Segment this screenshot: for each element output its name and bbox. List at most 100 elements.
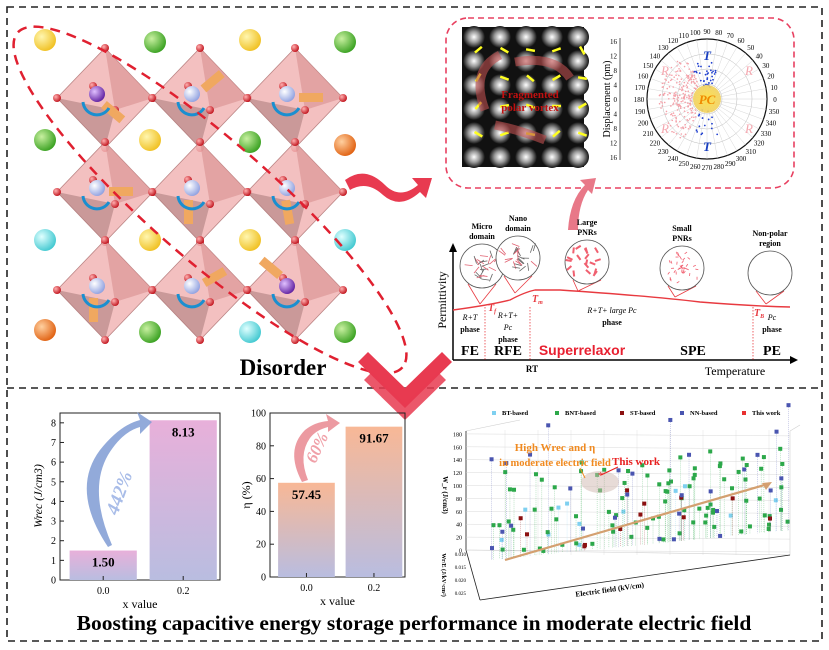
scatter-point — [677, 531, 682, 536]
oxygen-ion — [206, 200, 214, 208]
r-point — [683, 65, 686, 68]
label: Pc — [503, 323, 513, 332]
t-point — [704, 73, 707, 76]
r-point — [691, 96, 693, 99]
scatter-point — [528, 452, 533, 457]
legend-label: NN-based — [690, 410, 718, 417]
a-site-ion — [139, 129, 161, 151]
angle-tick: 50 — [747, 44, 755, 52]
label: R+T — [462, 313, 478, 322]
angle-tick: 180 — [634, 96, 645, 104]
r-point — [682, 127, 685, 130]
r-point — [670, 78, 673, 81]
scatter-point — [682, 484, 687, 489]
r-point — [681, 97, 683, 99]
r-point — [686, 118, 688, 121]
temperature-marker: TB — [754, 308, 764, 320]
r-point — [682, 96, 685, 99]
radial-tick: 8 — [614, 67, 618, 75]
y-tick-label: 5 — [51, 477, 56, 488]
angle-tick: 40 — [756, 52, 764, 60]
r-point — [690, 109, 693, 112]
r-point — [674, 95, 676, 97]
polar-vector-icon — [578, 45, 586, 55]
r-point — [694, 112, 697, 115]
scatter-point — [556, 505, 561, 510]
scatter-point — [739, 529, 744, 534]
scatter-point — [489, 546, 494, 551]
scatter-point — [504, 461, 509, 466]
r-point — [690, 94, 693, 96]
atom-column — [541, 74, 563, 96]
t-point — [698, 125, 701, 128]
y-tick-label: 0.025 — [455, 592, 467, 597]
r-point — [677, 125, 680, 128]
x-axis-label: x value — [123, 597, 158, 611]
r-point — [678, 94, 681, 97]
scatter-point — [612, 515, 617, 520]
r-point — [683, 110, 686, 112]
scatter-point — [568, 486, 573, 491]
scatter-point — [663, 499, 668, 504]
r-point — [687, 80, 690, 82]
t-point — [707, 82, 710, 84]
scatter-point — [545, 530, 550, 535]
r-point — [663, 82, 665, 84]
b-site-ion — [279, 278, 295, 294]
atom-column — [541, 26, 563, 48]
r-point — [693, 116, 695, 119]
r-point — [690, 112, 693, 114]
domain-label: domain — [505, 224, 531, 233]
scatter-point — [666, 481, 671, 486]
r-point — [672, 86, 675, 88]
scatter-point — [541, 548, 546, 553]
r-point — [694, 82, 696, 85]
r-point — [689, 104, 692, 106]
oxygen-ion — [111, 298, 119, 306]
domain-label: domain — [469, 232, 495, 241]
rotation-arrow-icon — [176, 101, 206, 117]
r-point — [661, 105, 664, 107]
scatter-point — [755, 452, 760, 457]
scatter-point — [657, 536, 662, 541]
t-point — [713, 73, 716, 75]
r-point — [673, 97, 676, 100]
r-point — [682, 85, 685, 88]
a-site-ion — [139, 229, 161, 251]
oxygen-ion — [243, 188, 251, 196]
permittivity-label: Permittivity — [435, 271, 449, 328]
angle-tick: 340 — [766, 119, 777, 127]
r-point — [684, 94, 686, 96]
increase-annotation: 442% — [102, 469, 137, 519]
scatter-point — [560, 542, 565, 547]
scatter-point — [518, 516, 523, 521]
legend-marker — [492, 411, 496, 415]
scatter-point — [779, 476, 784, 481]
r-point — [668, 86, 671, 88]
scatter-point — [714, 508, 719, 513]
scatter-point — [767, 522, 772, 527]
r-point — [669, 74, 671, 76]
scatter-point — [539, 477, 544, 482]
angle-tick: 350 — [769, 108, 780, 116]
t-point — [709, 69, 712, 72]
scatter-point — [554, 517, 559, 522]
oxygen-ion — [206, 298, 214, 306]
vortex-arrow-icon — [494, 120, 547, 145]
r-point — [696, 80, 698, 83]
scatter-point — [620, 496, 625, 501]
scatter-point — [785, 519, 790, 524]
polarization-arrow-icon — [101, 100, 126, 124]
scatter-point — [668, 479, 673, 484]
r-point — [665, 75, 668, 77]
x-axis — [479, 554, 791, 601]
legend-marker — [680, 411, 684, 415]
b-site-ion — [89, 278, 105, 294]
r-point — [690, 82, 693, 84]
atom-column — [567, 122, 589, 144]
angle-tick: 170 — [635, 84, 646, 92]
scatter-point — [506, 519, 511, 524]
scatter-point — [500, 529, 505, 534]
